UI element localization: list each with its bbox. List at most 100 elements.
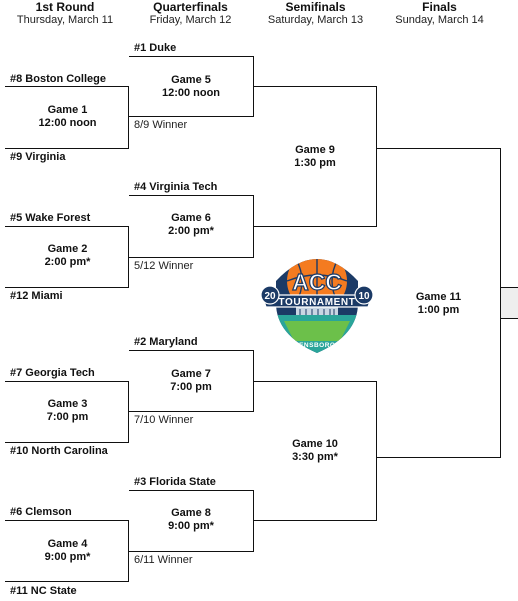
team-wake-forest: #5 Wake Forest: [10, 212, 91, 224]
team-virginia: #9 Virginia: [10, 151, 66, 163]
logo-banner: [261, 294, 373, 308]
game-name: Game 1: [47, 104, 88, 116]
team-nc-state: #11 NC State: [10, 585, 77, 597]
bracket-line: [129, 195, 254, 196]
bracket-line: [129, 350, 254, 351]
round-header-1st-round: 1st Round Thursday, March 11: [0, 1, 130, 27]
round-date: Saturday, March 13: [267, 14, 364, 26]
winner-8-9: 8/9 Winner: [134, 119, 188, 131]
game-name: Game 7: [171, 368, 211, 380]
bracket-line: [128, 86, 129, 149]
round-name: Quarterfinals: [153, 0, 228, 14]
game-time: 12:00 noon: [38, 117, 97, 129]
game-time: 9:00 pm*: [44, 551, 91, 563]
game-name: Game 5: [171, 74, 211, 86]
bracket-line: [376, 381, 377, 521]
team-north-carolina: #10 North Carolina: [10, 445, 108, 457]
game-name: Game 3: [47, 398, 88, 410]
team-duke: #1 Duke: [134, 42, 177, 54]
bracket-line: [5, 381, 129, 382]
winner-5-12: 5/12 Winner: [134, 260, 194, 272]
bracket-line: [254, 381, 377, 382]
game-10: Game 10 3:30 pm*: [256, 438, 374, 464]
team-boston-college: #8 Boston College: [10, 73, 106, 85]
round-header-finals: Finals Sunday, March 14: [377, 1, 502, 27]
game-time: 1:30 pm: [294, 157, 336, 169]
game-name: Game 10: [292, 438, 338, 450]
bracket-line: [5, 86, 129, 87]
bracket-line: [129, 257, 254, 258]
bracket-line: [129, 551, 254, 552]
bracket-line: [5, 226, 129, 227]
game-7: Game 7 7:00 pm: [131, 368, 251, 394]
game-time: 2:00 pm*: [44, 256, 91, 268]
bracket-line: [128, 226, 129, 288]
arena-icon: [296, 307, 338, 315]
team-georgia-tech: #7 Georgia Tech: [10, 367, 95, 379]
bracket-line: [254, 520, 377, 521]
bracket-line: [377, 457, 501, 458]
game-1: Game 1 12:00 noon: [10, 104, 125, 130]
game-time: 7:00 pm: [46, 411, 89, 423]
game-name: Game 6: [171, 212, 211, 224]
bracket-line: [5, 520, 129, 521]
winner-6-11: 6/11 Winner: [134, 554, 193, 566]
game-time: 3:30 pm*: [292, 451, 338, 463]
logo-tournament-text: TOURNAMENT: [279, 297, 356, 308]
champion-line: [501, 318, 518, 319]
logo-year-left: 20: [264, 291, 276, 302]
bracket-line: [253, 56, 254, 117]
bracket-line: [128, 381, 129, 443]
bracket-line: [5, 287, 129, 288]
game-3: Game 3 7:00 pm: [10, 398, 125, 424]
logo-year-right: 10: [358, 291, 370, 302]
champion-box: [501, 288, 518, 318]
bracket-line: [377, 148, 501, 149]
game-name: Game 4: [47, 538, 88, 550]
bracket-line: [5, 442, 129, 443]
round-name: 1st Round: [35, 0, 95, 14]
game-2: Game 2 2:00 pm*: [10, 243, 125, 269]
game-time: 12:00 noon: [161, 87, 221, 99]
game-time: 2:00 pm*: [168, 225, 214, 237]
round-header-quarterfinals: Quarterfinals Friday, March 12: [128, 1, 253, 27]
bracket-line: [254, 86, 377, 87]
game-9: Game 9 1:30 pm: [256, 144, 374, 170]
team-florida-state: #3 Florida State: [134, 476, 216, 488]
round-date: Sunday, March 14: [395, 14, 484, 26]
game-name: Game 8: [171, 507, 211, 519]
bracket-line: [128, 520, 129, 582]
logo-city-text: GREENSBORO, NC: [284, 342, 351, 349]
champion-line: [501, 287, 518, 288]
game-4: Game 4 9:00 pm*: [10, 538, 125, 564]
game-name: Game 9: [295, 144, 335, 156]
bracket-line: [129, 490, 254, 491]
round-name: Finals: [422, 0, 457, 14]
round-date: Thursday, March 11: [16, 14, 114, 26]
round-name: Semifinals: [285, 0, 346, 14]
team-maryland: #2 Maryland: [134, 336, 198, 348]
game-time: 9:00 pm*: [168, 520, 214, 532]
bracket-line: [253, 195, 254, 258]
acc-tournament-logo: ACC TOURNAMENT 20 10 GREENSBORO, NC: [260, 259, 374, 353]
winner-7-10: 7/10 Winner: [134, 414, 194, 426]
bracket-line: [129, 411, 254, 412]
team-clemson: #6 Clemson: [10, 506, 72, 518]
team-virginia-tech: #4 Virginia Tech: [134, 181, 218, 193]
game-6: Game 6 2:00 pm*: [131, 212, 251, 238]
logo-acc-text: ACC: [292, 269, 342, 295]
bracket-line: [253, 350, 254, 412]
game-8: Game 8 9:00 pm*: [131, 507, 251, 533]
round-date: Friday, March 12: [149, 14, 232, 26]
game-name: Game 2: [47, 243, 88, 255]
bracket-line: [129, 56, 254, 57]
round-header-semifinals: Semifinals Saturday, March 13: [254, 1, 377, 27]
bracket-line: [5, 148, 129, 149]
game-11: Game 11 1:00 pm: [379, 291, 498, 317]
game-time: 7:00 pm: [170, 381, 212, 393]
game-5: Game 5 12:00 noon: [131, 74, 251, 100]
bracket-line: [5, 581, 129, 582]
game-name: Game 11: [415, 291, 462, 303]
game-time: 1:00 pm: [417, 304, 460, 316]
bracket-line: [253, 490, 254, 552]
